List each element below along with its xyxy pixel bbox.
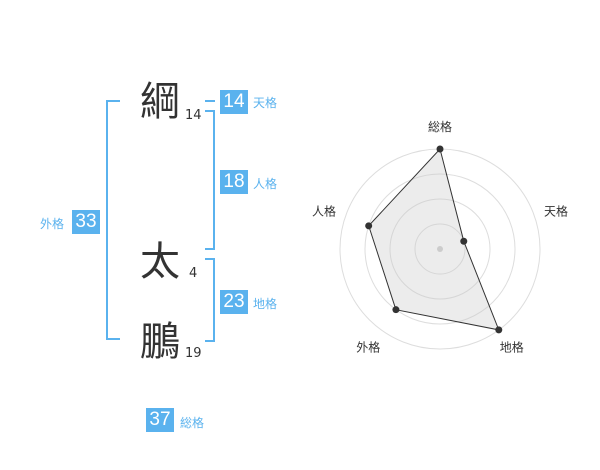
radar-axis-label: 総格 [428,119,452,134]
jinkaku-bracket [205,110,215,250]
tenkaku-label: 天格 [253,96,278,110]
name-char-2-strokes: 4 [189,266,198,281]
radar-point [365,222,373,230]
soukaku-label: 総格 [180,416,205,430]
chikaku-value: 23 [220,290,248,314]
name-char-1-strokes: 14 [185,108,202,123]
radar-point [436,145,444,153]
chikaku-bracket [205,258,215,342]
radar-ring [389,198,491,300]
radar-axis-label: 地格 [500,340,524,355]
radar-axis-label: 人格 [312,203,336,218]
radar-ring [414,223,466,275]
tenkaku-bracket [205,100,215,102]
gaikaku-bracket [106,100,120,340]
tenkaku-value: 14 [220,90,248,114]
name-char-3: 鵬 [140,319,180,365]
chikaku-label: 地格 [253,297,278,311]
radar-axis-label: 外格 [356,340,380,355]
jinkaku-label: 人格 [253,177,278,191]
radar-series-polygon [368,147,500,331]
jinkaku-value: 18 [220,170,248,194]
radar-point [495,326,503,334]
name-char-3-strokes: 19 [185,346,202,361]
name-char-1: 綱 [140,79,180,125]
radar-center-dot [437,246,443,252]
gaikaku-value: 33 [72,210,100,234]
radar-axis-label: 天格 [544,203,568,218]
radar-ring [364,173,516,325]
soukaku-value: 37 [146,408,174,432]
name-char-2: 太 [140,239,180,285]
radar-point [392,306,400,314]
radar-point [460,237,468,245]
gaikaku-label: 外格 [40,217,65,231]
